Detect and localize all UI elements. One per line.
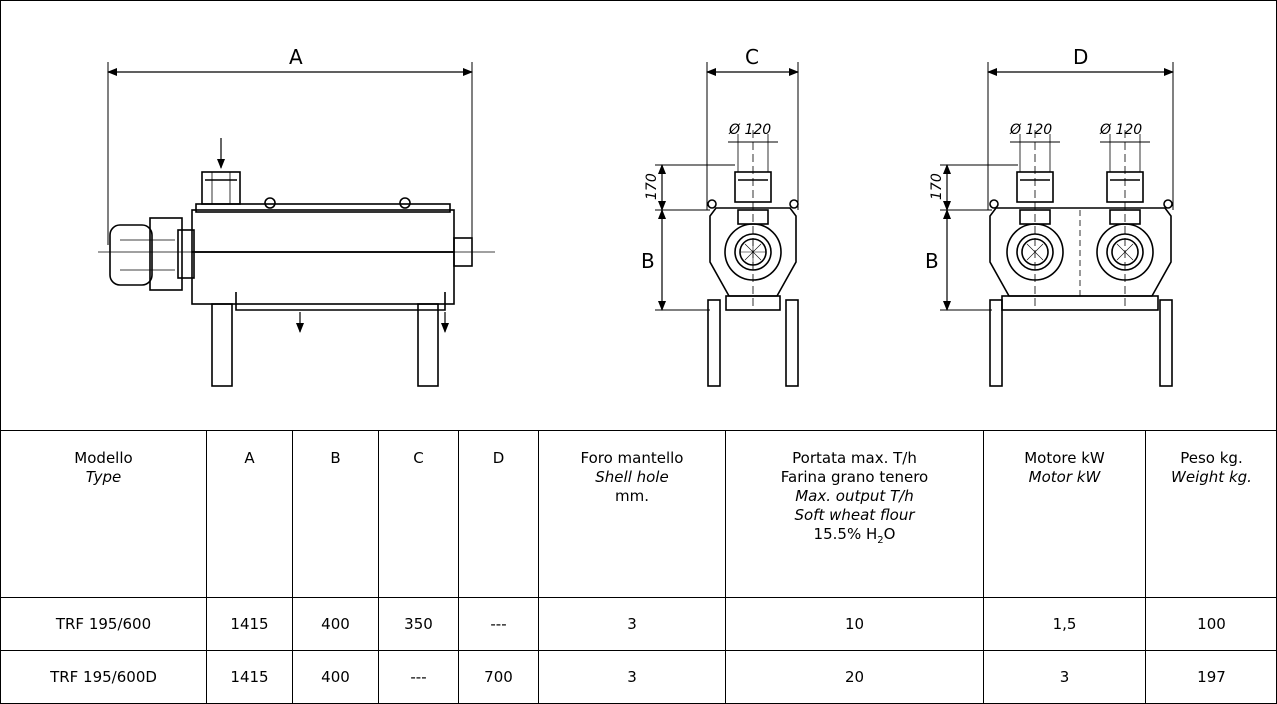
header-shell-hole: Foro mantello Shell hole mm. <box>538 430 726 598</box>
header-a: A <box>206 430 293 598</box>
dim-d-label: D <box>1073 45 1088 69</box>
header-model: Modello Type <box>0 430 207 598</box>
diameter-label-double-right: Ø 120 <box>1099 122 1142 138</box>
table-row: TRF 195/600 1415 400 350 --- 3 10 1,5 10… <box>0 597 1277 651</box>
cell-model: TRF 195/600 <box>0 597 207 651</box>
cell-c: 350 <box>378 597 459 651</box>
dim-b-label-double: B <box>925 249 939 273</box>
dim-b-label-single: B <box>641 249 655 273</box>
diameter-label-double-left: Ø 120 <box>1009 122 1052 138</box>
header-b: B <box>292 430 379 598</box>
table-row: TRF 195/600D 1415 400 --- 700 3 20 3 197 <box>0 650 1277 704</box>
cell-max-output: 10 <box>725 597 984 651</box>
cell-b: 400 <box>292 597 379 651</box>
header-d: D <box>458 430 539 598</box>
table-header-row: Modello Type A B C D Foro mantello Shell… <box>0 430 1277 598</box>
cell-b: 400 <box>292 650 379 704</box>
height-label-double: 170 <box>929 173 945 200</box>
front-view-single <box>655 62 799 387</box>
cell-d: --- <box>458 597 539 651</box>
cell-motor: 1,5 <box>983 597 1146 651</box>
dim-c-label: C <box>745 45 759 69</box>
diameter-label-single: Ø 120 <box>728 122 771 138</box>
side-view <box>98 62 495 387</box>
cell-motor: 3 <box>983 650 1146 704</box>
cell-a: 1415 <box>206 650 293 704</box>
header-weight: Peso kg. Weight kg. <box>1145 430 1277 598</box>
dim-a-label: A <box>289 45 303 69</box>
cell-shell-hole: 3 <box>538 597 726 651</box>
cell-a: 1415 <box>206 597 293 651</box>
cell-weight: 197 <box>1145 650 1277 704</box>
cell-model: TRF 195/600D <box>0 650 207 704</box>
height-label-single: 170 <box>644 173 660 200</box>
technical-drawing: A C D B B Ø 120 Ø 120 Ø 120 170 170 <box>98 45 1174 387</box>
header-c: C <box>378 430 459 598</box>
cell-c: --- <box>378 650 459 704</box>
spec-table: Modello Type A B C D Foro mantello Shell… <box>0 430 1277 704</box>
cell-weight: 100 <box>1145 597 1277 651</box>
cell-max-output: 20 <box>725 650 984 704</box>
cell-d: 700 <box>458 650 539 704</box>
front-view-double <box>940 62 1174 387</box>
cell-shell-hole: 3 <box>538 650 726 704</box>
header-max-output: Portata max. T/h Farina grano tenero Max… <box>725 430 984 598</box>
header-motor: Motore kW Motor kW <box>983 430 1146 598</box>
